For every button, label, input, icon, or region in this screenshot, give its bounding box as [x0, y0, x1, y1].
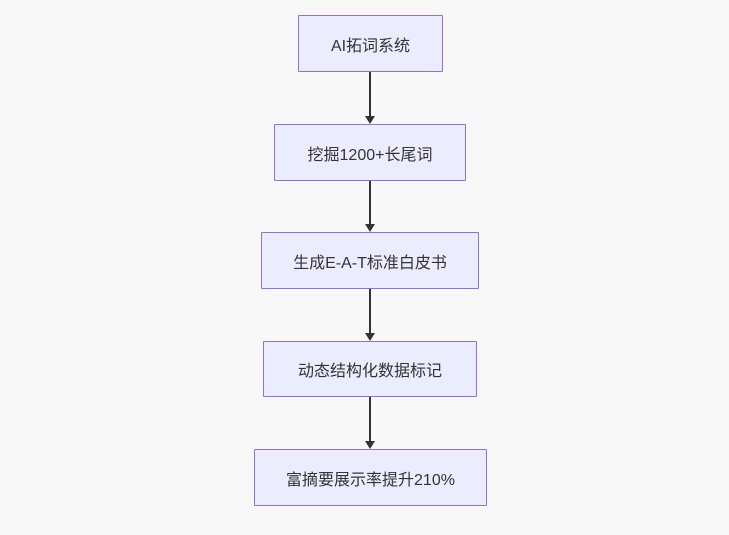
arrowhead-down-icon — [365, 224, 375, 232]
flowchart-node-longtail-keywords: 挖掘1200+长尾词 — [274, 124, 466, 181]
arrowhead-down-icon — [365, 441, 375, 449]
flowchart-node-rich-snippet-rate: 富摘要展示率提升210% — [254, 449, 487, 506]
arrowhead-down-icon — [365, 116, 375, 124]
node-label: 挖掘1200+长尾词 — [307, 146, 433, 164]
node-label: 生成E-A-T标准白皮书 — [293, 254, 447, 272]
node-label: 动态结构化数据标记 — [297, 363, 442, 380]
flowchart-node-structured-data-markup: 动态结构化数据标记 — [263, 341, 477, 397]
edge-connector-line — [369, 181, 371, 225]
flowchart-node-eat-whitepaper: 生成E-A-T标准白皮书 — [261, 232, 479, 289]
edge-connector-line — [369, 289, 371, 334]
flowchart-node-ai-word-expansion-system: AI拓词系统 — [298, 15, 443, 72]
node-label: AI拓词系统 — [330, 37, 411, 55]
node-label: 富摘要展示率提升210% — [286, 471, 455, 489]
edge-connector-line — [369, 72, 371, 117]
edge-connector-line — [369, 397, 371, 442]
arrowhead-down-icon — [365, 333, 375, 341]
